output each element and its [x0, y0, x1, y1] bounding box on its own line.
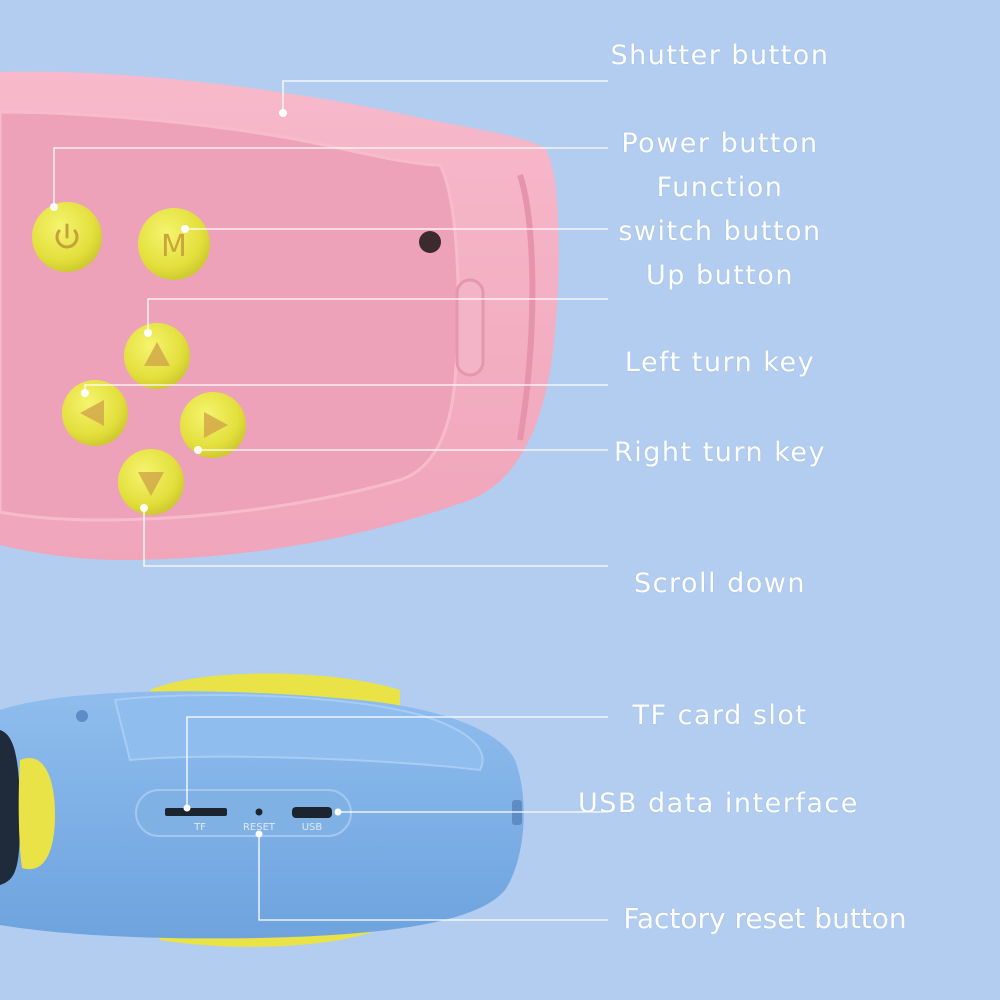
usb-data-interface[interactable]	[292, 807, 332, 818]
leader-dots	[50, 109, 342, 838]
label-right-turn-key: Right turn key	[614, 437, 826, 468]
usb-marking: USB	[302, 822, 323, 833]
triangle-down-icon	[138, 472, 164, 496]
port-recess	[135, 789, 352, 837]
leader-reset	[258, 834, 608, 921]
label-up-button: Up button	[645, 260, 795, 291]
label-left-turn-key: Left turn key	[624, 347, 816, 378]
leader-scroll-down	[143, 508, 608, 567]
up-button[interactable]	[124, 323, 190, 389]
label-scroll-down: Scroll down	[634, 568, 806, 599]
label-factory-reset-button: Factory reset button	[623, 902, 907, 935]
leader-up	[147, 298, 608, 333]
left-button[interactable]	[62, 380, 128, 446]
power-button[interactable]	[32, 202, 102, 272]
reset-marking: RESET	[243, 822, 276, 833]
triangle-right-icon	[204, 412, 228, 438]
label-function-line1: Function	[656, 172, 784, 203]
tf-card-slot[interactable]	[165, 808, 227, 816]
leader-shutter	[282, 80, 608, 113]
triangle-left-icon	[80, 400, 104, 426]
right-button[interactable]	[180, 392, 246, 458]
triangle-up-icon	[144, 342, 170, 366]
factory-reset-button[interactable]	[255, 808, 263, 816]
pink-camera: M	[0, 71, 559, 560]
pink-camera-panel	[0, 110, 460, 522]
blue-camera: TF RESET USB	[0, 673, 524, 947]
tf-marking: TF	[193, 822, 206, 833]
down-button[interactable]	[118, 449, 184, 515]
leader-lines	[53, 80, 608, 921]
label-power-button: Power button	[621, 128, 819, 159]
label-function-line2: switch button	[618, 216, 822, 247]
m-button-label: M	[161, 229, 187, 264]
side-slot	[455, 278, 485, 377]
power-icon	[55, 223, 79, 249]
function-switch-button[interactable]: M	[138, 208, 210, 280]
leader-tf	[186, 716, 608, 808]
label-usb-data-interface: USB data interface	[578, 788, 859, 819]
lanyard-hole	[419, 231, 441, 253]
leader-power	[53, 147, 608, 207]
label-shutter-button: Shutter button	[610, 40, 830, 71]
label-tf-card-slot: TF card slot	[632, 700, 808, 731]
